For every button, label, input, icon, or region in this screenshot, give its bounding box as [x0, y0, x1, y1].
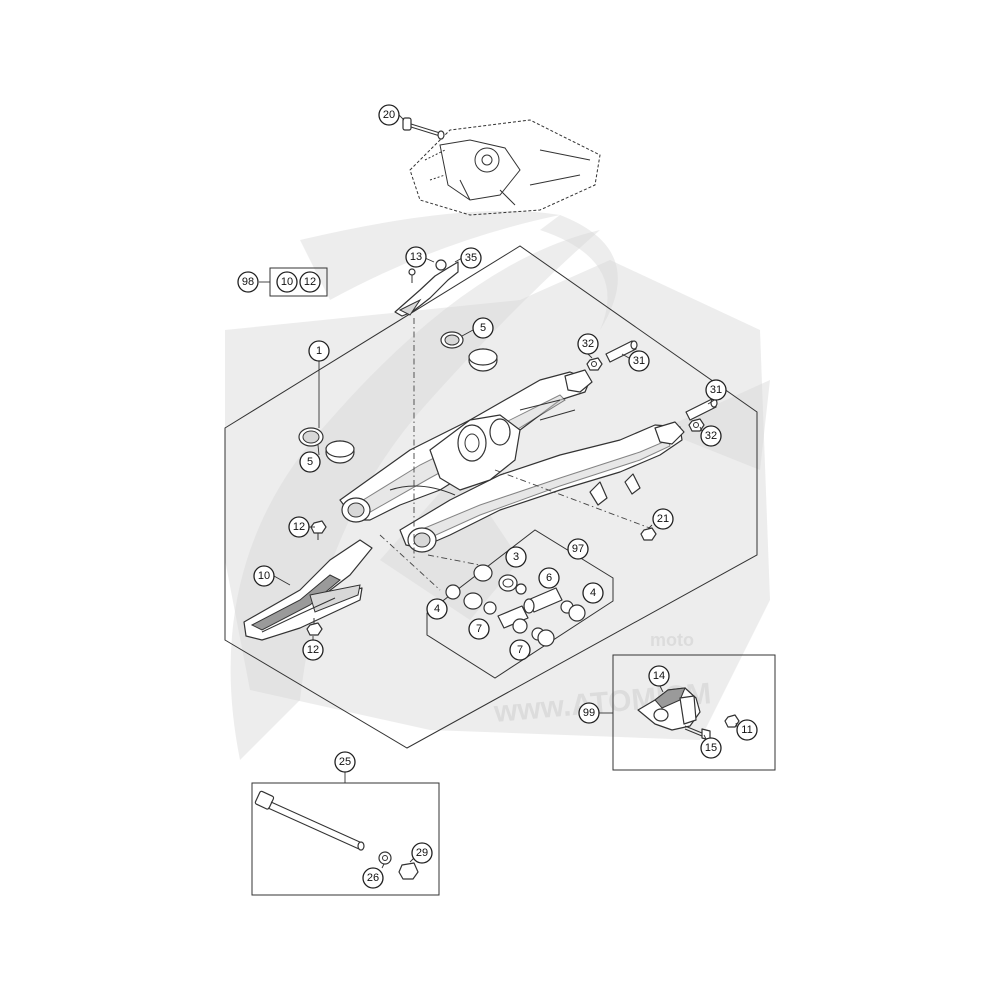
label-4-left: 4 — [426, 598, 448, 620]
swingarm-kit-frame — [224, 245, 758, 749]
label-31-upper: 31 — [628, 350, 650, 372]
svg-text:13: 13 — [410, 251, 422, 263]
svg-text:31: 31 — [710, 384, 722, 396]
svg-text:11: 11 — [741, 724, 752, 736]
svg-text:7: 7 — [517, 644, 523, 656]
label-97: 97 — [567, 538, 589, 560]
svg-text:97: 97 — [572, 543, 584, 555]
svg-text:32: 32 — [582, 338, 594, 350]
chain-slider-guard-35 — [394, 259, 459, 317]
label-7-left: 7 — [468, 618, 490, 640]
bearing-kit-frame — [426, 529, 614, 679]
svg-text:25: 25 — [339, 756, 351, 768]
chain-guide-14 — [637, 687, 701, 731]
svg-text:32: 32 — [705, 430, 717, 442]
svg-text:21: 21 — [657, 513, 669, 525]
label-12-kit: 12 — [299, 271, 321, 293]
label-14: 14 — [648, 665, 670, 687]
svg-text:20: 20 — [383, 109, 395, 121]
label-26: 26 — [362, 867, 384, 889]
svg-text:4: 4 — [434, 603, 440, 615]
label-29: 29 — [411, 842, 433, 864]
svg-text:5: 5 — [480, 322, 486, 334]
svg-text:98: 98 — [242, 276, 254, 288]
label-6: 6 — [538, 567, 560, 589]
washer-26 — [378, 851, 392, 865]
label-12-upper: 12 — [288, 516, 310, 538]
svg-text:99: 99 — [583, 707, 595, 719]
label-15: 15 — [700, 737, 722, 759]
svg-text:26: 26 — [367, 872, 379, 884]
label-32-lower: 32 — [700, 425, 722, 447]
axle-kit-frame — [251, 782, 440, 896]
frame-section — [409, 119, 601, 216]
nut-29 — [398, 862, 419, 880]
label-25: 25 — [334, 751, 356, 773]
label-5-upper: 5 — [472, 317, 494, 339]
svg-text:10: 10 — [281, 276, 293, 288]
label-4-right: 4 — [582, 582, 604, 604]
svg-text:12: 12 — [293, 521, 305, 533]
label-98: 98 — [237, 271, 259, 293]
label-10: 10 — [253, 565, 275, 587]
label-5-lower: 5 — [299, 451, 321, 473]
svg-text:6: 6 — [546, 572, 552, 584]
svg-text:7: 7 — [476, 623, 482, 635]
label-3: 3 — [505, 546, 527, 568]
seal-5-lower — [298, 427, 355, 464]
label-11: 11 — [736, 719, 758, 741]
label-7-right: 7 — [509, 639, 531, 661]
pivot-bolt-20 — [402, 117, 445, 140]
leader-lines — [259, 114, 738, 869]
nut-32-upper — [586, 357, 603, 371]
label-12-lower: 12 — [302, 639, 324, 661]
svg-text:5: 5 — [307, 456, 313, 468]
label-31-lower: 31 — [705, 379, 727, 401]
screw-21 — [640, 527, 657, 541]
svg-text:3: 3 — [513, 551, 519, 563]
svg-text:1: 1 — [316, 345, 322, 357]
bearing-kit-parts — [445, 564, 586, 647]
chain-sliding-guard-10 — [243, 539, 373, 641]
label-20: 20 — [378, 104, 400, 126]
label-32-upper: 32 — [577, 333, 599, 355]
label-10-kit: 10 — [276, 271, 298, 293]
svg-text:29: 29 — [416, 847, 428, 859]
alignment-lines — [379, 318, 656, 591]
axle-25 — [254, 790, 365, 851]
svg-text:12: 12 — [304, 276, 316, 288]
label-1: 1 — [308, 340, 330, 362]
label-13: 13 — [405, 246, 427, 268]
chain-guide-kit-frame — [612, 654, 776, 771]
svg-text:12: 12 — [307, 644, 319, 656]
svg-text:14: 14 — [653, 670, 665, 682]
svg-text:31: 31 — [633, 355, 645, 367]
pin-31-upper — [605, 340, 638, 363]
seal-5-upper — [440, 331, 498, 372]
label-35: 35 — [460, 247, 482, 269]
label-99: 99 — [578, 702, 600, 724]
screw-11 — [724, 714, 740, 728]
svg-text:4: 4 — [590, 587, 596, 599]
watermark-brand: moto — [650, 630, 694, 650]
label-21: 21 — [652, 508, 674, 530]
screw-12-lower — [306, 618, 323, 636]
svg-text:10: 10 — [258, 570, 270, 582]
svg-text:35: 35 — [465, 252, 477, 264]
svg-text:15: 15 — [705, 742, 717, 754]
